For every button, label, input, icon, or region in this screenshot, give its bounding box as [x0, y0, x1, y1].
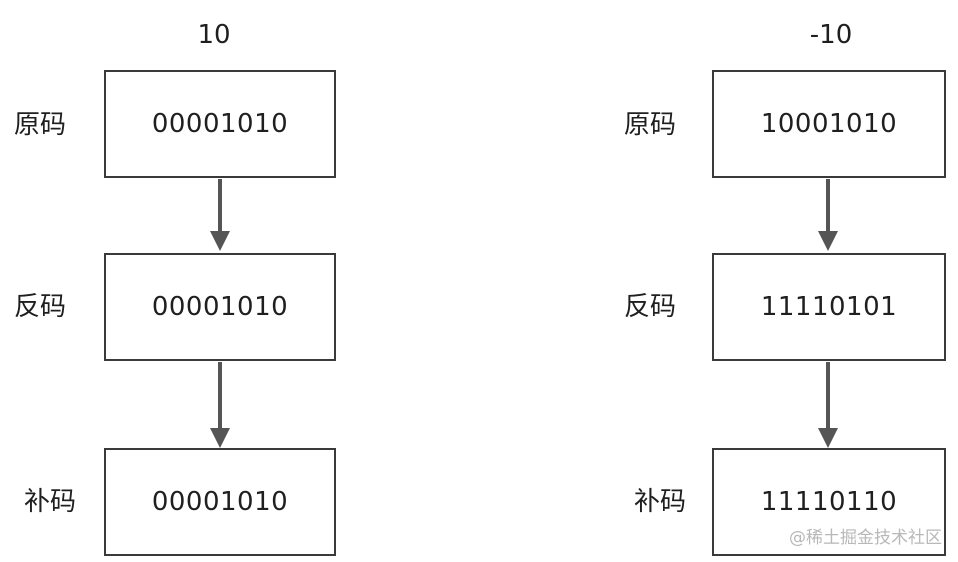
value-twos-complement-positive: 00001010 [151, 487, 289, 517]
value-ones-complement-positive: 00001010 [151, 292, 289, 322]
value-sign-magnitude-positive: 00001010 [151, 109, 289, 139]
arrow-head-icon [818, 428, 838, 448]
arrow-head-icon [818, 231, 838, 251]
row-label-twos-complement: 补码 [634, 487, 687, 517]
column-title-positive: 10 [197, 20, 231, 50]
arrow-head-icon [210, 231, 230, 251]
arrow-down-right-2 [818, 362, 838, 448]
arrow-down-left-1 [210, 179, 230, 251]
value-sign-magnitude-negative: 10001010 [760, 109, 898, 139]
box-twos-complement-positive: 00001010 [104, 448, 336, 556]
box-ones-complement-positive: 00001010 [104, 253, 336, 361]
box-sign-magnitude-negative: 10001010 [712, 70, 946, 178]
value-ones-complement-negative: 11110101 [760, 292, 898, 322]
box-twos-complement-negative: 11110110 [712, 448, 946, 556]
column-title-negative: -10 [809, 20, 853, 50]
box-ones-complement-negative: 11110101 [712, 253, 946, 361]
row-label-twos-complement: 补码 [24, 487, 77, 517]
value-twos-complement-negative: 11110110 [760, 487, 898, 517]
row-label-ones-complement: 反码 [624, 292, 677, 322]
arrow-down-left-2 [210, 362, 230, 448]
box-sign-magnitude-positive: 00001010 [104, 70, 336, 178]
row-label-sign-magnitude: 原码 [14, 110, 67, 140]
row-label-sign-magnitude: 原码 [624, 110, 677, 140]
arrow-head-icon [210, 428, 230, 448]
arrow-down-right-1 [818, 179, 838, 251]
watermark: @稀土掘金技术社区 [789, 528, 942, 548]
row-label-ones-complement: 反码 [14, 292, 67, 322]
